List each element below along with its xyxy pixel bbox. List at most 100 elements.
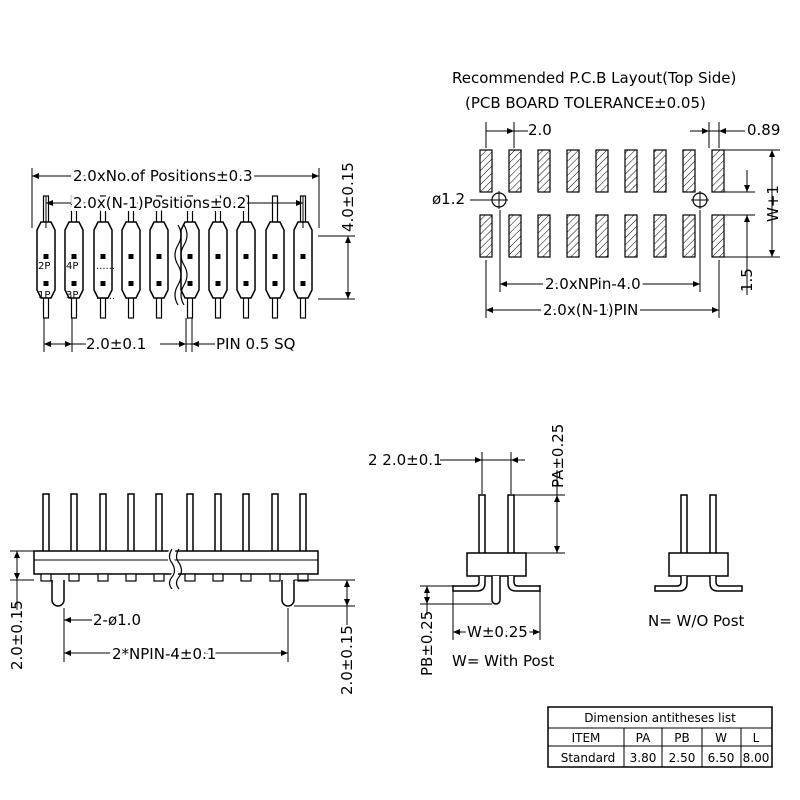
side-pin [242, 493, 250, 553]
pcb-pad-top [566, 149, 580, 193]
side-foot [240, 573, 252, 582]
post-dia-label: 2-ø1.0 [93, 611, 141, 629]
top-pin-square [156, 281, 162, 286]
side-foot [184, 573, 196, 582]
side-pin [70, 493, 78, 553]
pa-label: PA±0.25 [549, 424, 567, 488]
pcb-pad-top [479, 149, 493, 193]
side-pin [42, 493, 50, 553]
top-pin-square [187, 281, 193, 286]
pcb-layout: Recommended P.C.B Layout(Top Side) (PCB … [432, 69, 782, 322]
side-pin [186, 493, 194, 553]
pcb-pads [479, 149, 725, 258]
post-left [51, 580, 65, 607]
table-cell-w: 6.50 [708, 751, 735, 765]
pcb-pad-bottom [711, 214, 725, 258]
pcb-pad-top [682, 149, 696, 193]
top-pin-square [272, 254, 278, 259]
side-pin [214, 493, 222, 553]
pcb-pad-width-label: 0.89 [747, 121, 780, 139]
side-pin [99, 493, 107, 553]
side-pin [155, 493, 163, 553]
table-cell-pa: 3.80 [630, 751, 657, 765]
top-pitch-label: 2.0±0.1 [86, 335, 146, 353]
top-pin-square [300, 281, 306, 286]
pcb-span-outer-label: 2.0x(N-1)PIN [543, 301, 638, 319]
table-header-l: L [753, 731, 760, 745]
pcb-pad-top [508, 149, 522, 193]
top-pin-housing [121, 221, 141, 299]
pcb-pad-bottom [479, 214, 493, 258]
pin-label-4p: 4P [66, 261, 78, 272]
pcb-pad-bottom [566, 214, 580, 258]
top-pin-square [215, 254, 221, 259]
side-foot [297, 573, 309, 582]
side-pin [299, 493, 307, 553]
post-height-label: 2.0±0.15 [338, 625, 356, 695]
side-foot [269, 573, 281, 582]
pcb-pad-bottom [508, 214, 522, 258]
top-pin-span-label: 2.0x(N-1)Positions±0.2 [73, 194, 246, 212]
pin-label-3p: 3P [66, 290, 78, 301]
pb-label: PB±0.25 [418, 611, 436, 676]
top-pin-square [43, 281, 49, 286]
side-foot [212, 573, 224, 582]
w-label: W±0.25 [467, 623, 528, 641]
pcb-pitch-label: 2.0 [528, 121, 552, 139]
hole-dia-label: ø1.2 [432, 190, 465, 208]
top-height-label: 4.0±0.15 [339, 162, 357, 232]
dimension-table: Dimension antitheses list ITEM PA PB W L… [547, 706, 773, 768]
top-pin-square [71, 254, 77, 259]
top-pin-square [100, 281, 106, 286]
side-foot [125, 573, 137, 582]
table-header-item: ITEM [572, 731, 601, 745]
top-pin-housing [293, 221, 313, 299]
svg-text:......: ...... [96, 261, 115, 272]
pcb-layout-title: Recommended P.C.B Layout(Top Side) [452, 69, 736, 87]
table-header-pb: PB [674, 731, 689, 745]
pcb-layout-subtitle: (PCB BOARD TOLERANCE±0.05) [465, 94, 706, 112]
top-pin-square [128, 254, 134, 259]
pcb-row-gap-label: W+1 [764, 185, 782, 222]
pin-label-1p: 1P [38, 290, 50, 301]
top-pin-square [71, 281, 77, 286]
side-height-label: 2.0±0.15 [8, 600, 26, 670]
top-pin-square [128, 281, 134, 286]
end-pitch-label: 2 2.0±0.1 [368, 451, 443, 469]
post-span-label: 2*NPIN-4±0.1 [112, 645, 216, 663]
side-pin [127, 493, 135, 553]
top-view: ...... ...... 2P 4P 1P 3P 2.0xNo.of Posi… [31, 162, 357, 353]
top-pin-housing [265, 221, 285, 299]
end-view-with-post: 2 2.0±0.1 PA±0.25 PB±0.25 W±0.25 W= With… [368, 424, 567, 676]
table-header-w: W [715, 731, 727, 745]
side-foot [97, 573, 109, 582]
top-pin-square [156, 254, 162, 259]
top-pin-housing [236, 221, 256, 299]
pcb-pad-top [624, 149, 638, 193]
top-pin-square [43, 254, 49, 259]
top-pin-square [243, 281, 249, 286]
pin-label-2p: 2P [38, 261, 50, 272]
top-pin-size-label: PIN 0.5 SQ [216, 335, 295, 353]
side-foot [153, 573, 165, 582]
pcb-pad-offset-label: 1.5 [738, 268, 756, 292]
side-view-pins [42, 493, 307, 553]
pcb-pad-bottom [653, 214, 667, 258]
top-pin-housing [208, 221, 228, 299]
pcb-pad-bottom [624, 214, 638, 258]
side-view: 2.0±0.15 2-ø1.0 2*NPIN-4±0.1 2.0±0.15 [8, 493, 356, 695]
pcb-pad-bottom [537, 214, 551, 258]
pcb-pad-top [595, 149, 609, 193]
top-pin-housing [93, 221, 113, 299]
table-cell-pb: 2.50 [669, 751, 696, 765]
table-title: Dimension antitheses list [584, 711, 736, 725]
pcb-pad-bottom [595, 214, 609, 258]
top-pin-square [272, 281, 278, 286]
caption-with-post: W= With Post [452, 652, 554, 670]
top-overall-length-label: 2.0xNo.of Positions±0.3 [73, 167, 253, 185]
top-pin-housing [149, 221, 169, 299]
pcb-pad-top [711, 149, 725, 193]
pcb-pad-top [653, 149, 667, 193]
hole-left [490, 191, 508, 209]
